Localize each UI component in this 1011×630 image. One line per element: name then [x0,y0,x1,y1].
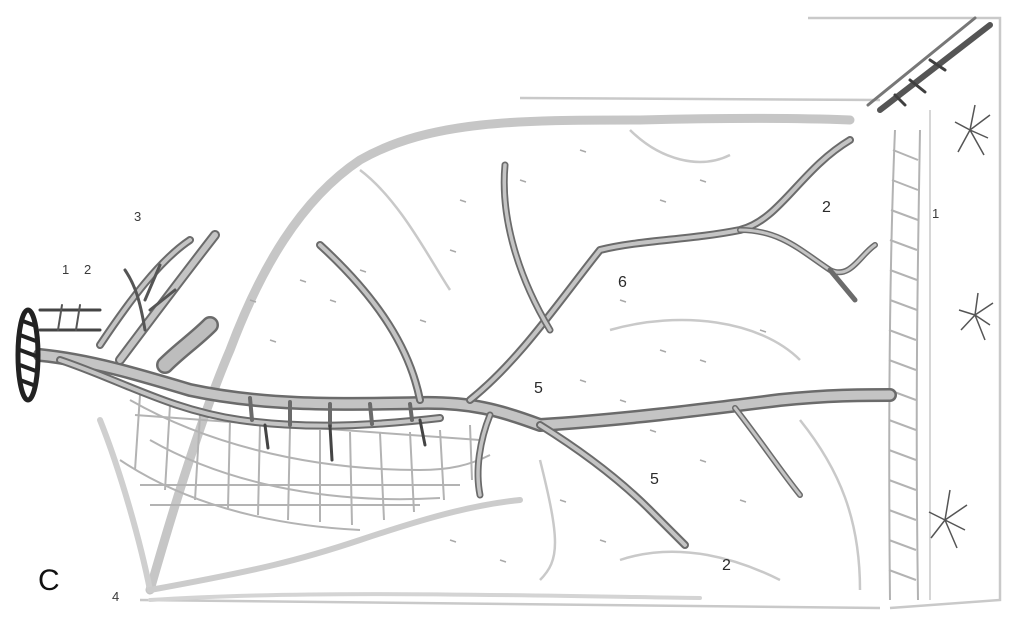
label-4: 4 [112,589,119,604]
panel-label: C [38,564,60,597]
label-2-left: 2 [84,262,91,277]
label-5-upper: 5 [534,380,543,397]
outer-arch-vessel [100,119,850,601]
left-upper-branches [100,235,215,365]
label-2-top: 2 [822,199,831,216]
lower-branches [478,408,800,545]
label-6: 6 [618,274,627,291]
top-right-inlet [868,18,990,110]
label-2-bottom: 2 [722,557,731,574]
label-5-lower: 5 [650,471,659,488]
upper-branches [320,140,875,400]
label-1: 1 [932,206,939,221]
label-3: 3 [134,209,141,224]
label-1-left: 1 [62,262,69,277]
stellate-cells [929,105,993,548]
vascular-network-right [889,130,920,600]
